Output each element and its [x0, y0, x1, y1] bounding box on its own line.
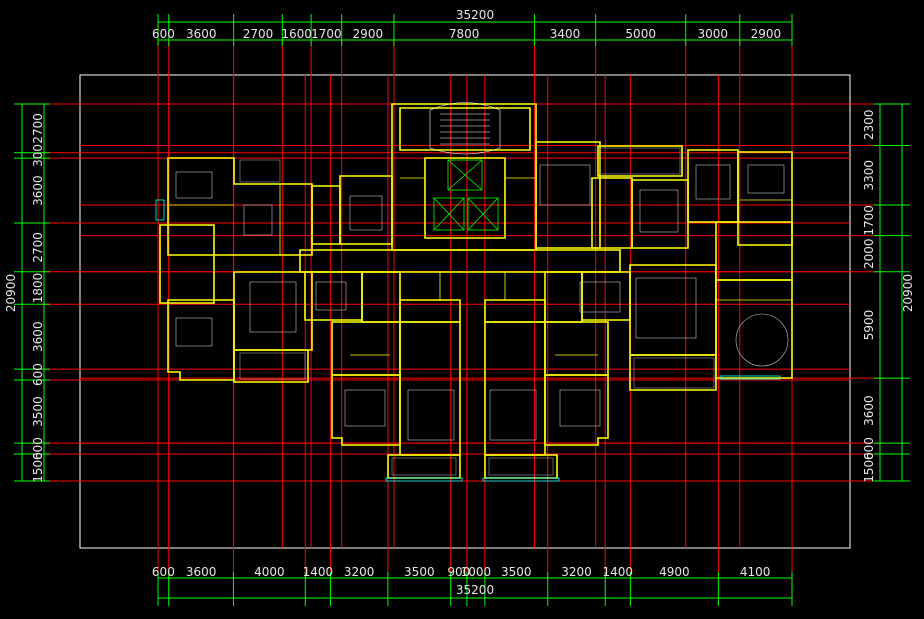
bottom-dimension-label: 3200: [561, 565, 592, 579]
bottom-dimension-label: 3600: [186, 565, 217, 579]
bottom-dimension-label: 600: [152, 565, 175, 579]
bottom-dimension-label: 900: [447, 565, 470, 579]
balcony-hatch: [239, 147, 715, 476]
left-dimension-label: 3600: [31, 321, 45, 352]
left-dimension-label: 600: [31, 437, 45, 460]
bottom-total-dimension: 35200: [456, 583, 494, 597]
left-dimension-label: 1500: [31, 452, 45, 483]
top-dimension-label: 3400: [550, 27, 581, 41]
bottom-dimension-label: 3200: [344, 565, 375, 579]
left-dimension-label: 1800: [31, 273, 45, 304]
left-dimension-label: 3600: [31, 175, 45, 206]
top-dimension-label: 2900: [751, 27, 782, 41]
top-dimension-label: 600: [152, 27, 175, 41]
right-dimension-label: 2000: [862, 238, 876, 269]
right-dimension-label: 1500: [862, 452, 876, 483]
inner-walls: [168, 177, 792, 356]
right-dimension-label: 1700: [862, 205, 876, 236]
elevator-core: [433, 159, 499, 231]
right-total-dimension: 20900: [901, 274, 915, 312]
bottom-dimension-label: 3500: [404, 565, 435, 579]
top-dimension-label: 7800: [449, 27, 480, 41]
right-dimension-label: 600: [862, 437, 876, 460]
bottom-dimension-label: 3500: [501, 565, 532, 579]
bottom-dimension-label: 1000: [461, 565, 492, 579]
grid-lines: [40, 40, 885, 578]
left-dimension-label: 600: [31, 363, 45, 386]
bottom-dimension-label: 1400: [303, 565, 334, 579]
right-dimension-label: 3300: [862, 160, 876, 191]
top-dimension-label: 2900: [353, 27, 384, 41]
bottom-dimension-label: 4900: [659, 565, 690, 579]
bottom-dimension-label: 4100: [740, 565, 771, 579]
left-dimension-label: 300: [31, 144, 45, 167]
top-dimension-label: 3600: [186, 27, 217, 41]
top-dimension-label: 2700: [243, 27, 274, 41]
bottom-dimension-label: 1400: [603, 565, 634, 579]
left-dimension-label: 2700: [31, 232, 45, 263]
right-dimension-label: 2300: [862, 109, 876, 140]
top-total-dimension: 35200: [456, 8, 494, 22]
left-dimension-label: 2700: [31, 113, 45, 144]
bottom-dimension-label: 4000: [254, 565, 285, 579]
wall-outlines: [159, 103, 793, 479]
right-dimension-label: 3600: [862, 395, 876, 426]
top-dimension-label: 1600: [281, 27, 312, 41]
furniture: [175, 164, 789, 441]
right-dimension-label: 5900: [862, 310, 876, 341]
top-dimension-label: 5000: [625, 27, 656, 41]
stair: [429, 102, 501, 155]
top-dimension-label: 1700: [311, 27, 342, 41]
cyan-details: [155, 199, 781, 482]
top-dimension-label: 3000: [697, 27, 728, 41]
left-total-dimension: 20900: [4, 274, 18, 312]
dimension-lines: [14, 14, 910, 606]
sheet-frame: [79, 74, 851, 549]
left-dimension-label: 3500: [31, 396, 45, 427]
